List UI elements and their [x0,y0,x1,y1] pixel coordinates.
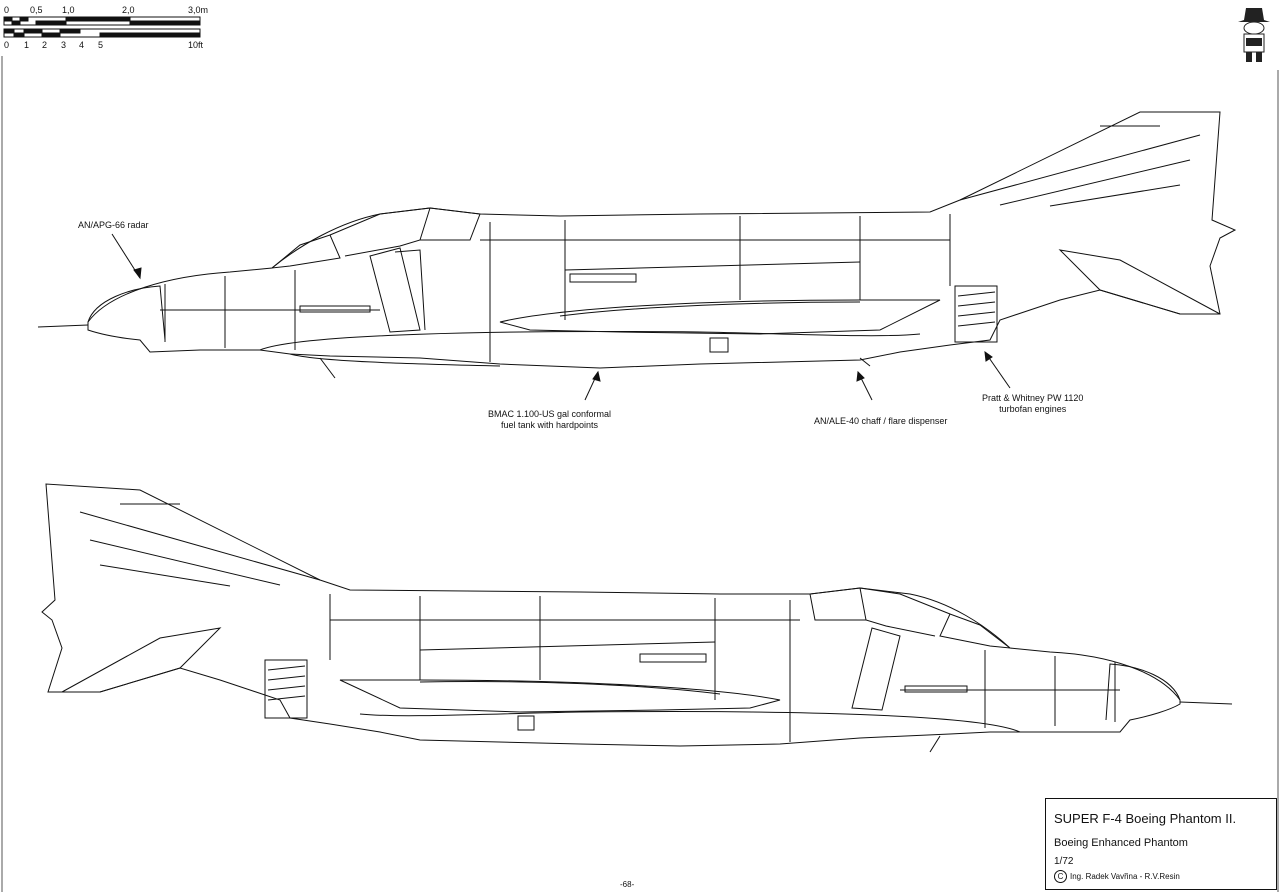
aircraft-side-view-top [37,111,1237,379]
scale-metric-label: 2,0 [122,5,135,15]
scale-metric-label: 0,5 [30,5,43,15]
title-block: SUPER F-4 Boeing Phantom II. Boeing Enha… [1045,798,1277,890]
copyright-icon: C [1054,870,1067,883]
scale-imperial-label: 2 [42,40,48,50]
scale-imperial-label: 4 [79,40,85,50]
scale-imperial-label: 3 [61,40,67,50]
scale-metric-label: 0 [4,5,10,15]
callout-fuel-tank: BMAC 1.100-US gal conformal fuel tank wi… [488,409,612,430]
callout-chaff-dispenser: AN/ALE-40 chaff / flare dispenser [814,416,948,426]
credit-text: Ing. Radek Vavřina - R.V.Resin [1070,872,1180,881]
callout-engines: Pratt & Whitney PW 1120 turbofan engines [982,393,1084,414]
drawing-title: SUPER F-4 Boeing Phantom II. [1054,811,1237,826]
aircraft-side-view-bottom [41,483,1233,753]
scale-imperial-label: 0 [4,40,10,50]
page-number: -68- [620,880,635,889]
callout-radar: AN/APG-66 radar [78,220,149,230]
scale-imperial-label: 5 [98,40,104,50]
scale-bar-graphic [3,16,201,38]
cartoon-figure-logo-icon [1238,8,1270,62]
scale-metric-label: 3,0m [188,5,209,15]
drawing-subtitle: Boeing Enhanced Phantom [1054,837,1188,849]
drawing-scale: 1/72 [1054,856,1074,867]
scale-metric-label: 1,0 [62,5,75,15]
scale-imperial-label: 1 [24,40,30,50]
scale-imperial-label: 10ft [188,40,204,50]
callout-arrows-top [111,233,1011,401]
